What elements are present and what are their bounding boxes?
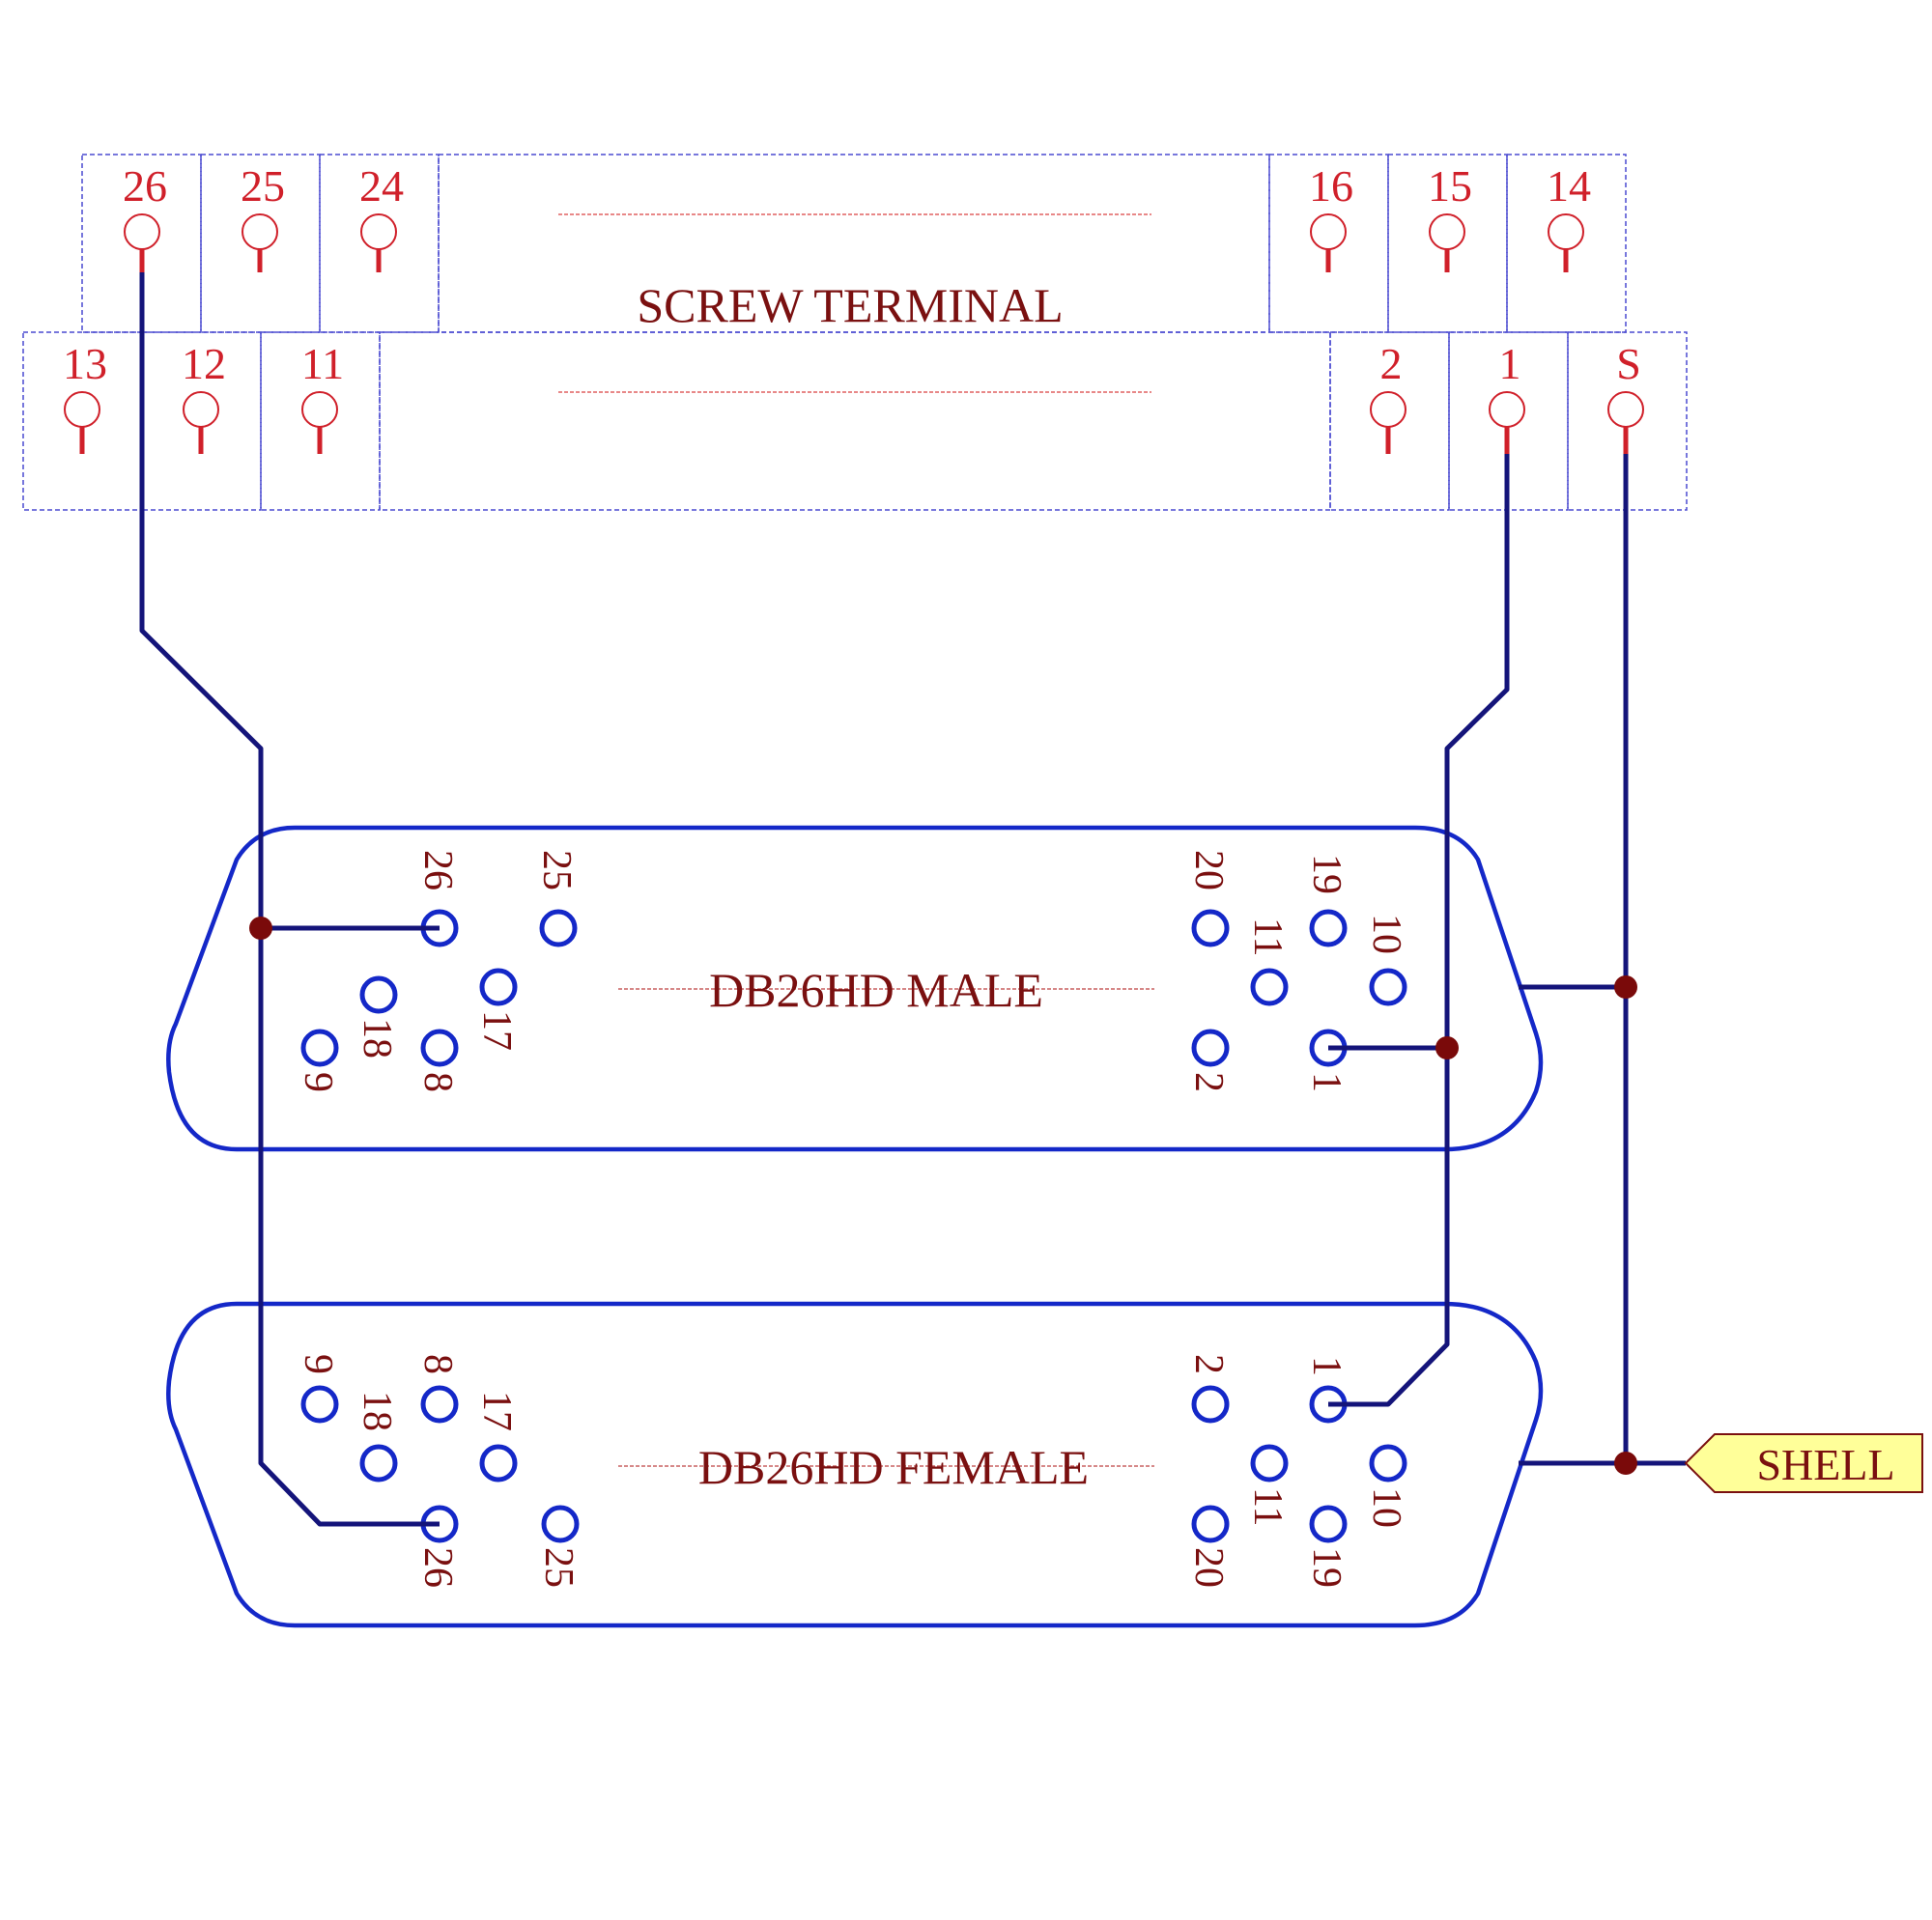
pin-icon	[1191, 1385, 1230, 1424]
pin-icon	[1191, 909, 1230, 947]
pin-icon	[300, 1385, 339, 1424]
junction-dot	[1435, 1036, 1459, 1059]
male-pin-label-9: 9	[296, 1072, 340, 1092]
pin-icon	[1250, 1444, 1289, 1482]
male-pin-label-20: 20	[1186, 850, 1231, 890]
shell-tag-label: SHELL	[1756, 1440, 1894, 1489]
pin-icon	[479, 1444, 518, 1482]
pin-icon	[1369, 968, 1407, 1006]
pin-icon	[541, 1505, 580, 1543]
male-pin-label-1: 1	[1304, 1072, 1349, 1092]
terminal-body-bottom	[379, 331, 1331, 511]
terminal-label-25: 25	[241, 161, 285, 211]
male-title: DB26HD MALE	[709, 963, 1043, 1017]
screw-icon	[1429, 213, 1465, 272]
terminal-label-12: 12	[182, 339, 226, 388]
pin-icon	[420, 1029, 459, 1067]
terminal-label-13: 13	[63, 339, 107, 388]
pin-icon	[420, 1385, 459, 1424]
junctions	[249, 917, 1637, 1475]
male-pin-label-19: 19	[1304, 854, 1349, 894]
female-pin-label-18: 18	[355, 1391, 399, 1431]
male-pin-label-17: 17	[474, 1010, 519, 1051]
terminal-title: SCREW TERMINAL	[637, 278, 1063, 332]
female-pin-label-20: 20	[1186, 1547, 1231, 1588]
female-title: DB26HD FEMALE	[698, 1440, 1089, 1494]
female-pin-label-11: 11	[1245, 1487, 1290, 1526]
pin-icon	[1250, 968, 1289, 1006]
terminal-cell-13	[22, 331, 143, 511]
male-pin-label-10: 10	[1364, 914, 1408, 954]
pin-icon	[539, 909, 578, 947]
screw-icon	[1607, 391, 1644, 454]
pin-icon	[300, 1029, 339, 1067]
terminal-label-16: 16	[1309, 161, 1353, 211]
pin-icon	[1191, 1505, 1230, 1543]
male-pin-label-25: 25	[534, 850, 579, 890]
screw-icon	[1548, 213, 1584, 272]
male-pin-labels: 26 25 20 19 10 11 17 18 8 9 2 1	[296, 850, 1408, 1092]
female-pin-labels: 9 8 18 17 2 1 11 10 26 25 20 19	[296, 1354, 1408, 1588]
pin-icon	[1309, 1505, 1348, 1543]
junction-dot	[249, 917, 272, 940]
screw-icon	[301, 391, 338, 454]
pin-icon	[1369, 1444, 1407, 1482]
terminal-label-11: 11	[301, 339, 344, 388]
terminal-cell-2	[1329, 331, 1450, 511]
female-pin-label-17: 17	[474, 1391, 519, 1431]
wires	[139, 272, 1686, 1527]
pin-icon	[359, 1444, 398, 1482]
terminal-screws	[64, 213, 1644, 454]
screw-icon	[360, 213, 397, 272]
junction-dot	[1614, 975, 1637, 999]
male-pin-label-11: 11	[1245, 918, 1290, 956]
terminal-label-26: 26	[123, 161, 167, 211]
pin-icon	[1309, 909, 1348, 947]
screw-icon	[124, 213, 160, 272]
screw-icon	[1370, 391, 1406, 454]
terminal-label-1: 1	[1499, 339, 1521, 388]
terminal-label-24: 24	[359, 161, 404, 211]
terminal-label-14: 14	[1547, 161, 1591, 211]
male-pin-label-18: 18	[355, 1018, 399, 1059]
screw-icon	[1489, 391, 1525, 454]
screw-icon	[1310, 213, 1347, 272]
female-pin-label-2: 2	[1186, 1354, 1231, 1374]
db26hd-male-outline	[166, 825, 1544, 1152]
terminal-label-15: 15	[1428, 161, 1472, 211]
male-pin-label-2: 2	[1186, 1072, 1231, 1092]
terminal-cell-11	[260, 331, 381, 511]
male-pins	[300, 909, 1407, 1067]
screw-icon	[183, 391, 219, 454]
terminal-label-2: 2	[1380, 339, 1403, 388]
female-pin-label-25: 25	[536, 1547, 581, 1588]
terminal-label-s: S	[1616, 339, 1641, 388]
male-pin-label-8: 8	[415, 1072, 460, 1092]
female-pin-label-9: 9	[296, 1354, 340, 1374]
shell-net-tag: SHELL	[1684, 1433, 1923, 1493]
screw-icon	[64, 391, 100, 454]
shell-tag-flag	[1684, 1433, 1923, 1493]
terminal-cell-16	[1268, 154, 1389, 333]
db26hd-female-outline	[166, 1301, 1544, 1628]
pin-icon	[479, 968, 518, 1006]
wire-pin-1	[1328, 454, 1510, 1407]
screw-icon	[242, 213, 278, 272]
female-pin-label-19: 19	[1304, 1547, 1349, 1588]
wire-pin-26	[139, 272, 440, 1527]
female-pin-label-8: 8	[415, 1354, 460, 1374]
female-pin-label-26: 26	[415, 1547, 460, 1588]
female-pin-label-10: 10	[1364, 1487, 1408, 1528]
female-pin-label-1: 1	[1304, 1356, 1349, 1376]
female-pins	[300, 1385, 1407, 1543]
pin-icon	[359, 975, 398, 1014]
male-pin-label-26: 26	[415, 850, 460, 890]
junction-dot	[1614, 1452, 1637, 1475]
pin-icon	[1191, 1029, 1230, 1067]
